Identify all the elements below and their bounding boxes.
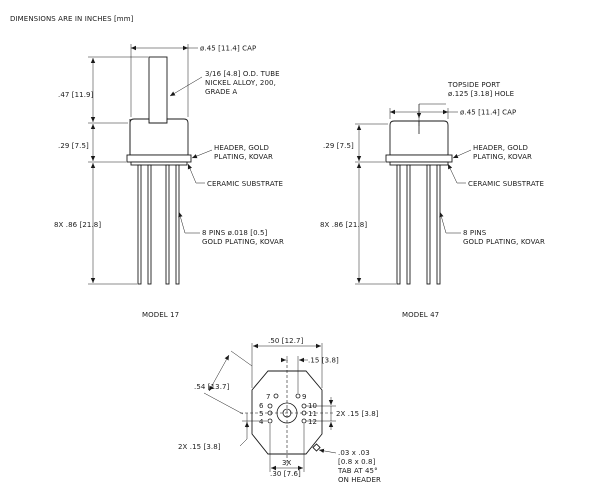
model-17-tube-spec-line2: NICKEL ALLOY, 200, [205,79,276,87]
model-47-header-flange [385,154,453,163]
model-47-port-spec-line2: ø.125 [3.18] HOLE [448,90,514,98]
model-47-side-view: TOPSIDE PORT ø.125 [3.18] HOLE ø.45 [11.… [320,81,545,319]
model-17-cap-diameter: ø.45 [11.4] CAP [200,45,256,53]
model-47-port-spec-line1: TOPSIDE PORT [447,81,501,89]
model-17-height-top: .47 [11.9] [58,91,94,99]
model-47-header-spec-line1: HEADER, GOLD [473,144,528,152]
model-17-caption: MODEL 17 [142,311,179,319]
model-47-substrate-label: CERAMIC SUBSTRATE [468,180,544,188]
model-17-tube-spec-line1: 3/16 [4.8] O.D. TUBE [205,70,280,78]
pin-number-12: 12 [308,418,317,426]
pin-number-6: 6 [259,402,264,410]
model-17-tube-spec-line3: GRADE A [205,88,237,96]
model-17-pins-spec-line1: 8 PINS ø.018 [0.5] [202,229,268,237]
model-17-pin [175,164,180,285]
bottom-view-tab-line2: [0.8 x 0.8] [338,458,376,466]
bottom-view-width: .50 [12.7] [268,337,304,345]
pin-hole-11 [301,410,307,416]
model-17-height-header: .29 [7.5] [58,142,89,150]
model-47-pin [436,164,441,285]
bottom-view-span: .30 [7.6] [270,470,301,478]
model-17-header-flange [126,154,192,163]
bottom-view-tab-line1: .03 x .03 [338,449,370,457]
model-17-pins-spec-line2: GOLD PLATING, KOVAR [202,238,284,246]
model-17-tube [148,56,168,124]
model-17-header-spec-line1: HEADER, GOLD [214,144,269,152]
model-17-substrate [130,161,188,166]
model-17-side-view: ø.45 [11.4] CAP 3/16 [4.8] O.D. TUBE NIC… [54,44,284,319]
bottom-view-span-count: 3X [282,459,292,467]
model-47-height-header: .29 [7.5] [323,142,354,150]
bottom-view-center-port [276,402,298,424]
bottom-view-pitch-left: 2X .15 [3.8] [178,443,221,451]
model-17-pin [147,164,152,285]
bottom-view: 7 6 5 4 9 10 11 12 .50 [12.7] .15 [3.8] … [178,337,381,484]
model-17-cap [129,118,189,156]
model-47-cap [389,120,449,156]
pin-number-4: 4 [259,418,264,426]
model-17-header-spec-line2: PLATING, KOVAR [214,153,273,161]
bottom-view-tab-line3: TAB AT 45° [337,467,378,475]
bottom-view-tab [312,443,321,452]
model-17-pin-length: 8X .86 [21.8] [54,221,101,229]
bottom-view-offset-dim: .15 [3.8] [308,357,339,365]
bottom-view-tab-line4: ON HEADER [338,476,381,484]
pin-hole-6 [267,403,273,409]
pin-hole-7 [273,393,279,399]
model-17-substrate-label: CERAMIC SUBSTRATE [207,180,283,188]
pin-number-7: 7 [266,393,271,401]
model-47-pin [426,164,431,285]
model-47-pin [406,164,411,285]
model-47-pin [396,164,401,285]
units-note: DIMENSIONS ARE IN INCHES [mm] [10,15,134,23]
model-47-pins-spec-line2: GOLD PLATING, KOVAR [463,238,545,246]
pin-hole-9 [295,393,301,399]
pin-hole-4 [267,418,273,424]
model-47-cap-diameter: ø.45 [11.4] CAP [460,109,516,117]
model-47-caption: MODEL 47 [402,311,439,319]
model-47-pin-length: 8X .86 [21.8] [320,221,367,229]
pin-number-11: 11 [308,410,317,418]
pin-number-9: 9 [302,393,307,401]
model-47-header-spec-line2: PLATING, KOVAR [473,153,532,161]
model-47-pins-spec-line1: 8 PINS [463,229,487,237]
model-17-pin [137,164,142,285]
model-47-substrate [389,161,449,166]
pin-number-5: 5 [259,410,264,418]
bottom-view-diagonal: .54 [13.7] [194,383,230,391]
bottom-view-pitch-right: 2X .15 [3.8] [336,410,379,418]
pin-hole-5 [267,410,273,416]
model-17-pin [165,164,170,285]
